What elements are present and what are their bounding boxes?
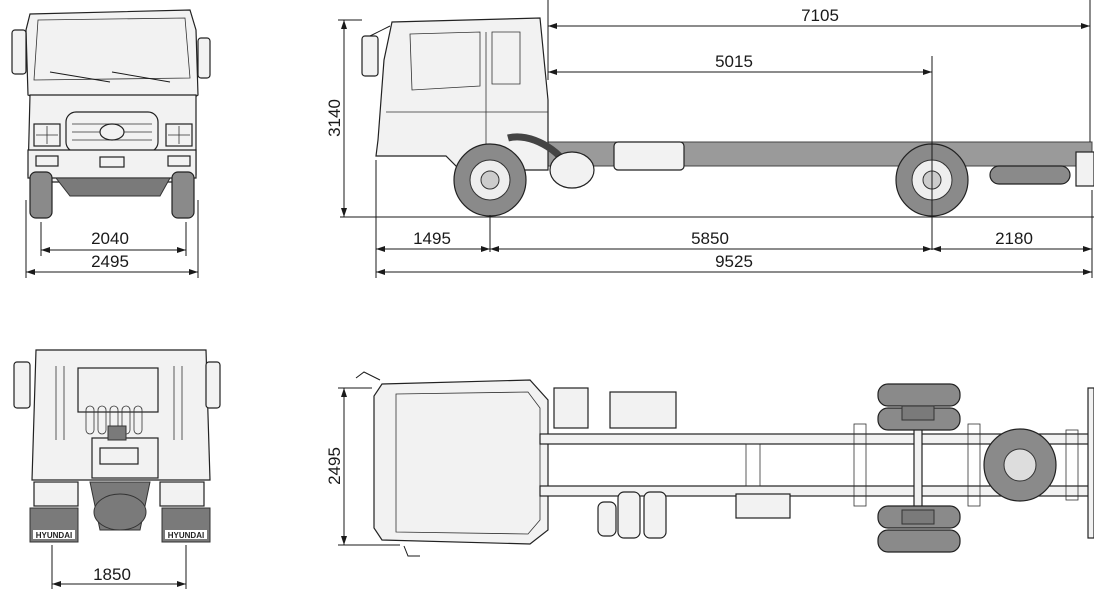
side-view: 7105 5015 3140 1495 5850 2180 9525	[325, 0, 1094, 278]
dim-cab-to-axle: 5015	[715, 52, 753, 71]
rear-view: HYUNDAI HYUNDAI 1850	[13, 349, 221, 589]
dim-front-track: 2040	[91, 229, 129, 248]
dim-front-width: 2495	[91, 252, 129, 271]
front-view: 2040 2495	[11, 9, 211, 278]
mudflap-logo-left: HYUNDAI	[36, 531, 72, 540]
dim-height: 3140	[325, 99, 344, 137]
dim-overall-length: 9525	[715, 252, 753, 271]
top-view: 2495	[325, 371, 1094, 557]
mudflap-logo-right: HYUNDAI	[168, 531, 204, 540]
dim-rear-track: 1850	[93, 565, 131, 584]
dim-top-width: 2495	[325, 447, 344, 485]
dim-rear-overhang: 2180	[995, 229, 1033, 248]
dim-cab-to-end: 7105	[801, 6, 839, 25]
dim-front-overhang: 1495	[413, 229, 451, 248]
dim-wheelbase: 5850	[691, 229, 729, 248]
